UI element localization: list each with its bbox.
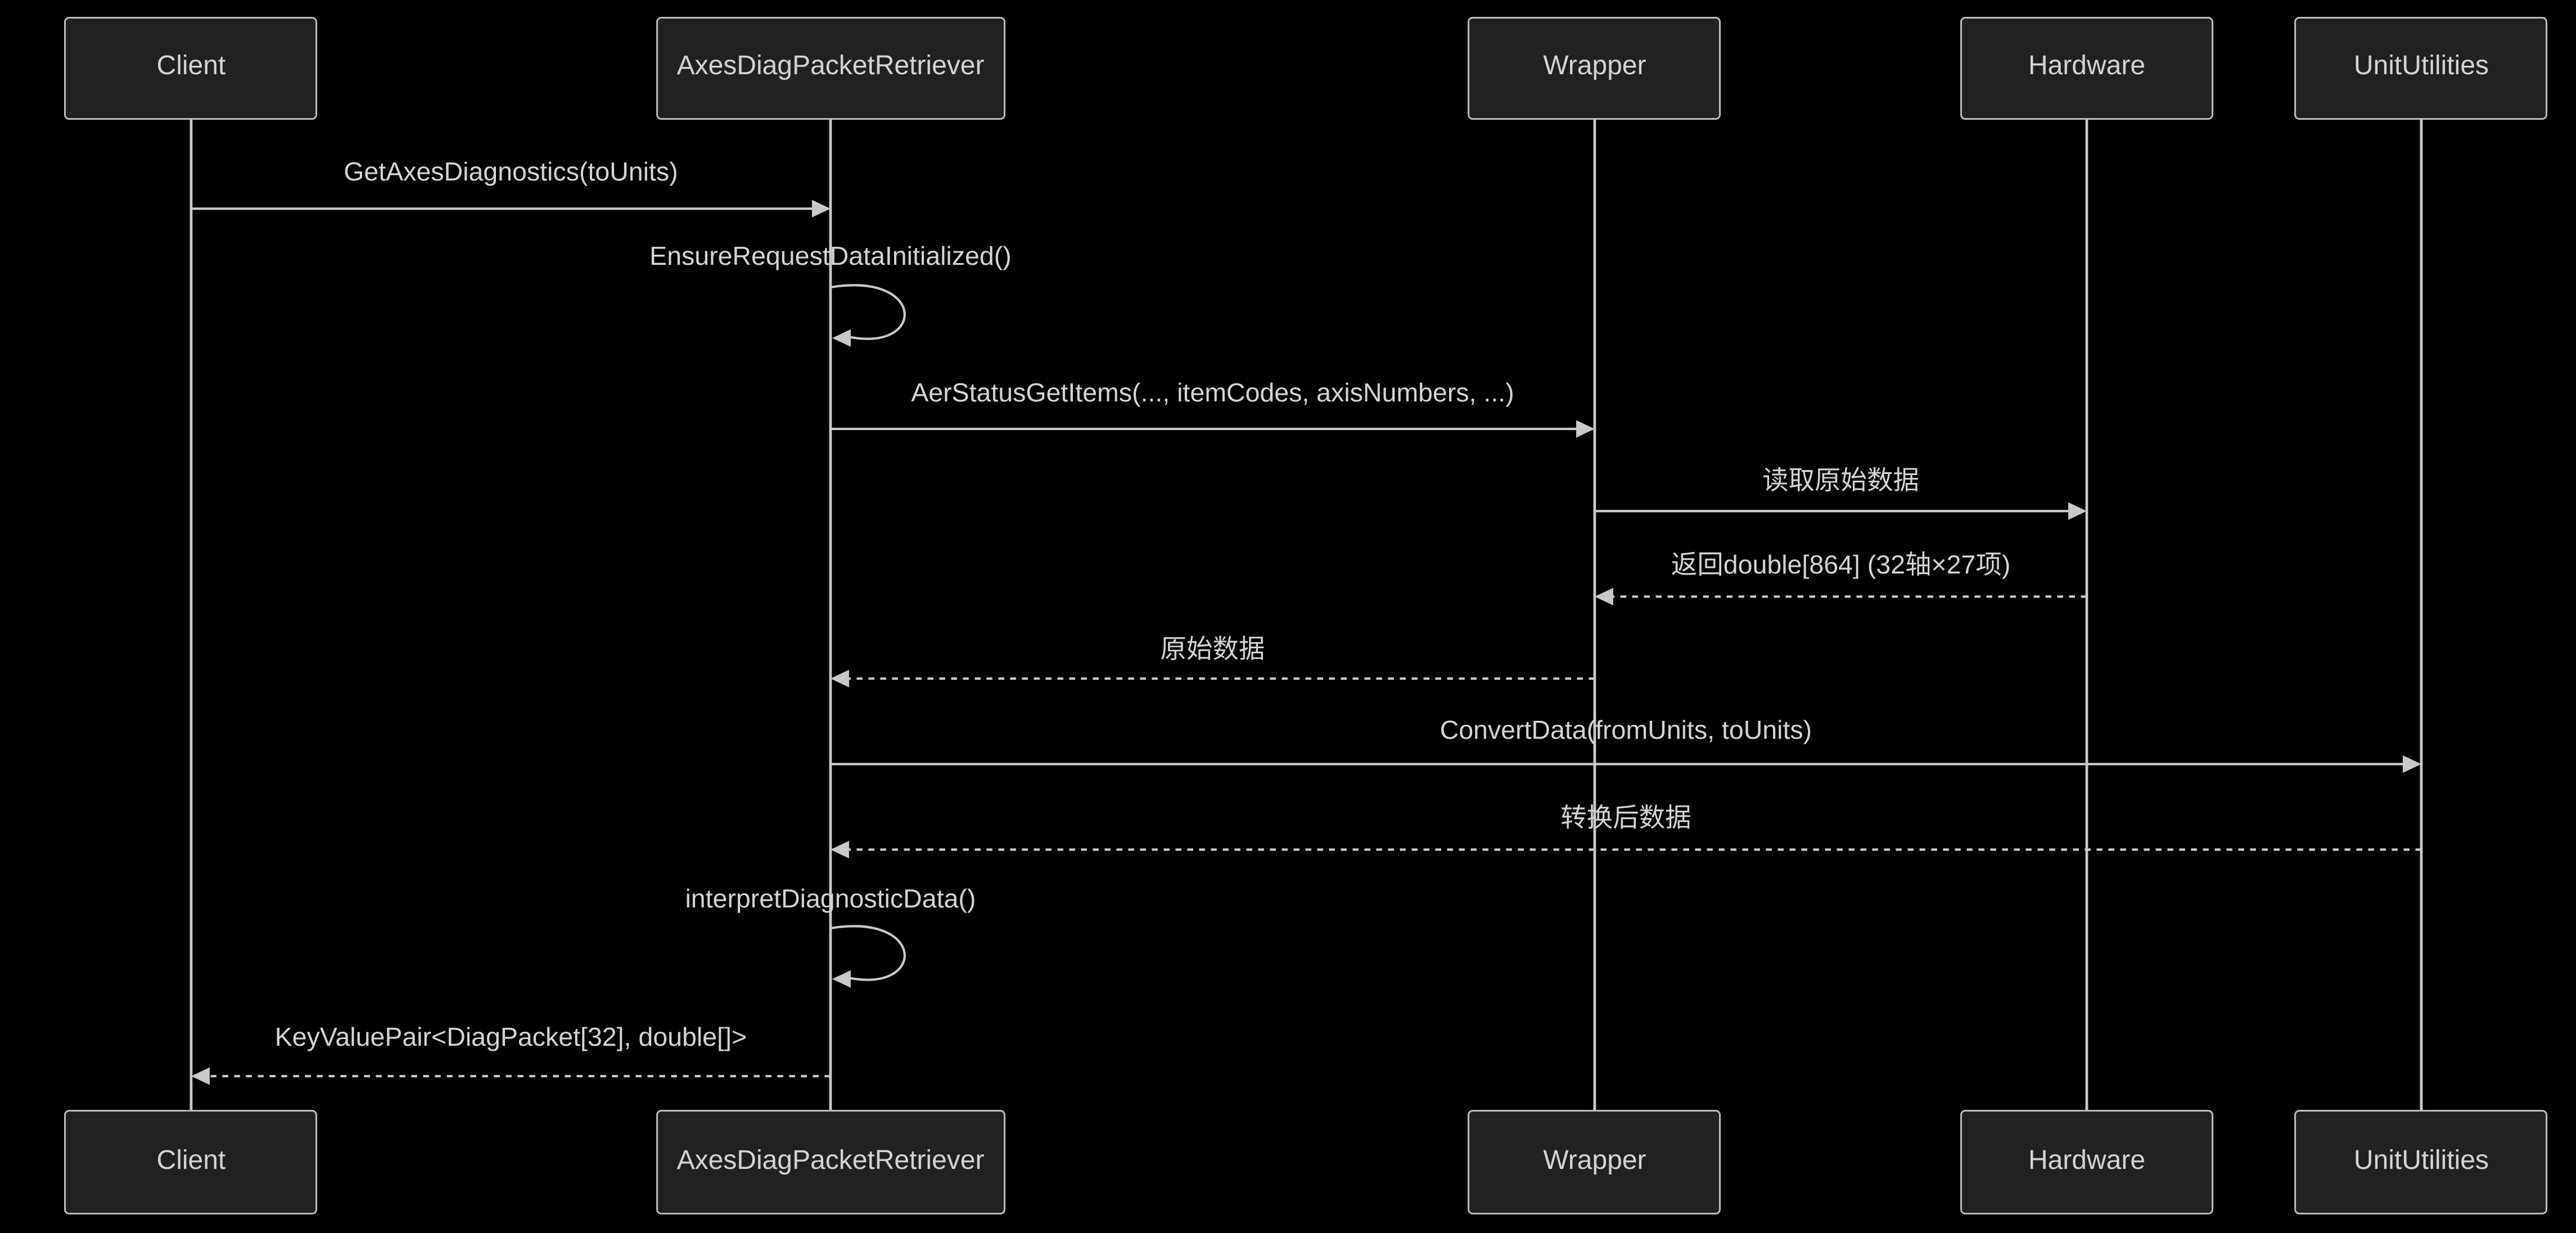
actor-top-unitutilities: UnitUtilities [2294,16,2548,120]
arrowhead-convertdata [2402,755,2421,773]
actor-label: Wrapper [1543,52,1646,82]
message-label-getaxesdiagnostics: GetAxesDiagnostics(toUnits) [344,159,678,187]
actor-top-wrapper: Wrapper [1468,16,1721,120]
actor-top-client: Client [64,16,318,120]
message-label-read-raw-data: 读取原始数据 [1762,466,1920,495]
message-label-return-double-array: 返回double[864] (32轴×27项) [1671,550,2011,580]
message-label-raw-data: 原始数据 [1160,635,1265,664]
actor-top-hardware: Hardware [1960,16,2213,120]
arrowhead-interpretdiagnosticdata [832,970,851,988]
actor-label: UnitUtilities [2353,1146,2489,1176]
message-label-keyvaluepair: KeyValuePair<DiagPacket[32], double[]> [274,1023,747,1052]
actor-label: AxesDiagPacketRetriever [676,1146,985,1176]
message-label-convertdata: ConvertData(fromUnits, toUnits) [1440,717,1812,746]
arrowhead-return-double-array [1594,588,1613,606]
actor-bottom-hardware: Hardware [1960,1110,2213,1214]
arrowhead-getaxesdiagnostics [811,200,831,218]
arrowhead-converted-data [830,841,849,859]
actor-top-axesdiagpacketretriever: AxesDiagPacketRetriever [656,16,1005,120]
arrowhead-raw-data [830,670,849,688]
actor-bottom-axesdiagpacketretriever: AxesDiagPacketRetriever [656,1110,1005,1214]
message-label-aerstatusgetitems: AerStatusGetItems(..., itemCodes, axisNu… [911,378,1514,408]
actor-label: Wrapper [1543,1146,1646,1176]
actor-bottom-client: Client [64,1110,318,1214]
message-label-ensurerequestdatainitialized: EnsureRequestDataInitialized() [649,242,1012,271]
arrow-ensurerequestdatainitialized [830,284,906,340]
actor-label: Hardware [2028,52,2146,82]
actor-label: UnitUtilities [2353,52,2489,82]
actor-label: Client [156,52,226,82]
arrow-interpretdiagnosticdata [830,925,906,981]
message-label-interpretdiagnosticdata: interpretDiagnosticData() [685,884,976,914]
arrowhead-ensurerequestdatainitialized [832,329,851,347]
actor-bottom-unitutilities: UnitUtilities [2294,1110,2548,1214]
actor-label: Hardware [2028,1146,2146,1176]
message-label-converted-data: 转换后数据 [1560,803,1691,833]
actor-bottom-wrapper: Wrapper [1468,1110,1721,1214]
arrowhead-keyvaluepair [191,1067,210,1085]
actor-label: Client [156,1146,226,1176]
actor-label: AxesDiagPacketRetriever [676,52,985,82]
arrowhead-read-raw-data [2068,502,2087,520]
arrowhead-aerstatusgetitems [1576,420,1595,438]
